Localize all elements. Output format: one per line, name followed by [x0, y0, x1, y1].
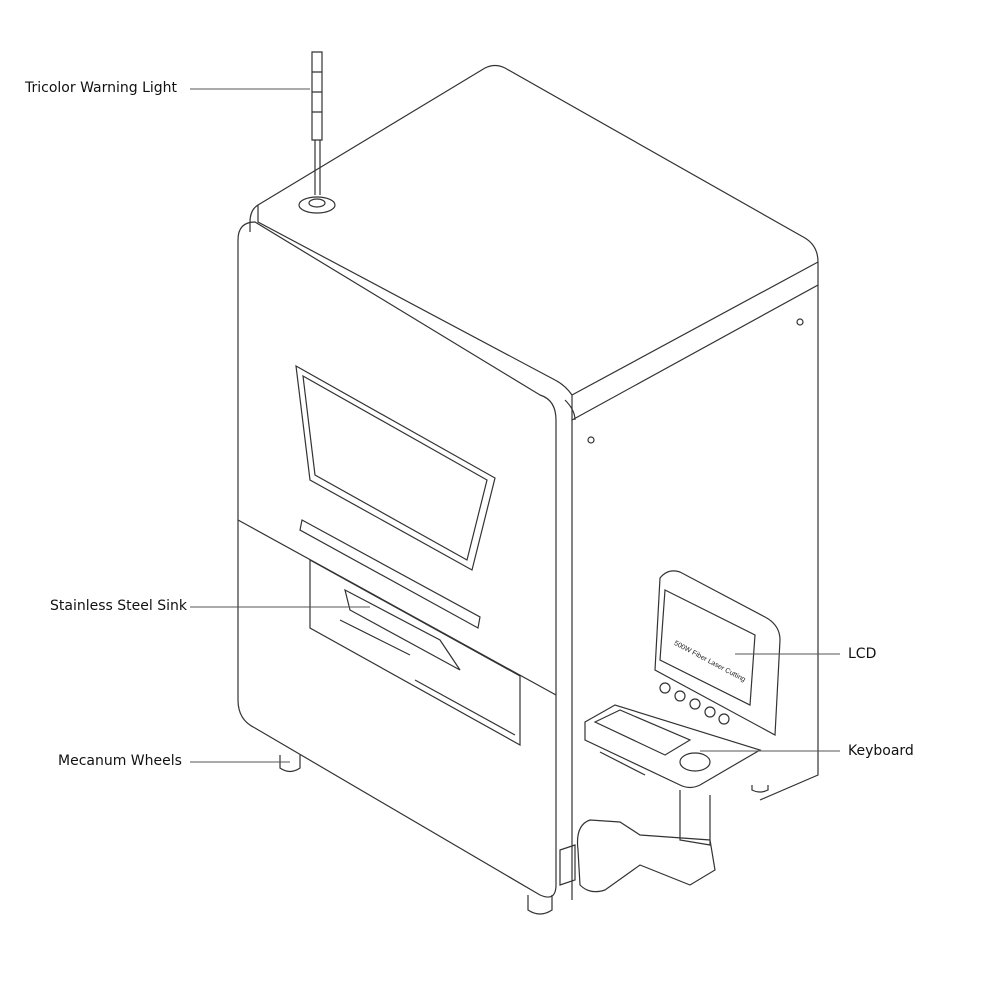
- label-stainless-steel-sink: Stainless Steel Sink: [50, 598, 187, 614]
- label-mecanum-wheels: Mecanum Wheels: [58, 753, 182, 769]
- label-keyboard: Keyboard: [848, 743, 914, 759]
- sink-opening: [309, 558, 521, 747]
- label-lcd: LCD: [848, 646, 877, 662]
- lcd-screen: [659, 589, 756, 706]
- support-arm: [559, 790, 716, 893]
- front-panel: [237, 221, 557, 898]
- keyboard-tray: [584, 704, 762, 789]
- callout-lines: [190, 88, 840, 763]
- keyboard: [593, 709, 692, 756]
- top-cover: [257, 64, 819, 422]
- door-handle: [299, 519, 481, 629]
- wheel-foot: [279, 755, 301, 773]
- right-side-panel: [571, 285, 819, 900]
- label-tricolor-warning-light: Tricolor Warning Light: [25, 80, 178, 96]
- viewing-window: [295, 364, 496, 571]
- mouse: [679, 752, 711, 772]
- tricolor-warning-light: [311, 51, 323, 195]
- lcd-console: [654, 570, 781, 736]
